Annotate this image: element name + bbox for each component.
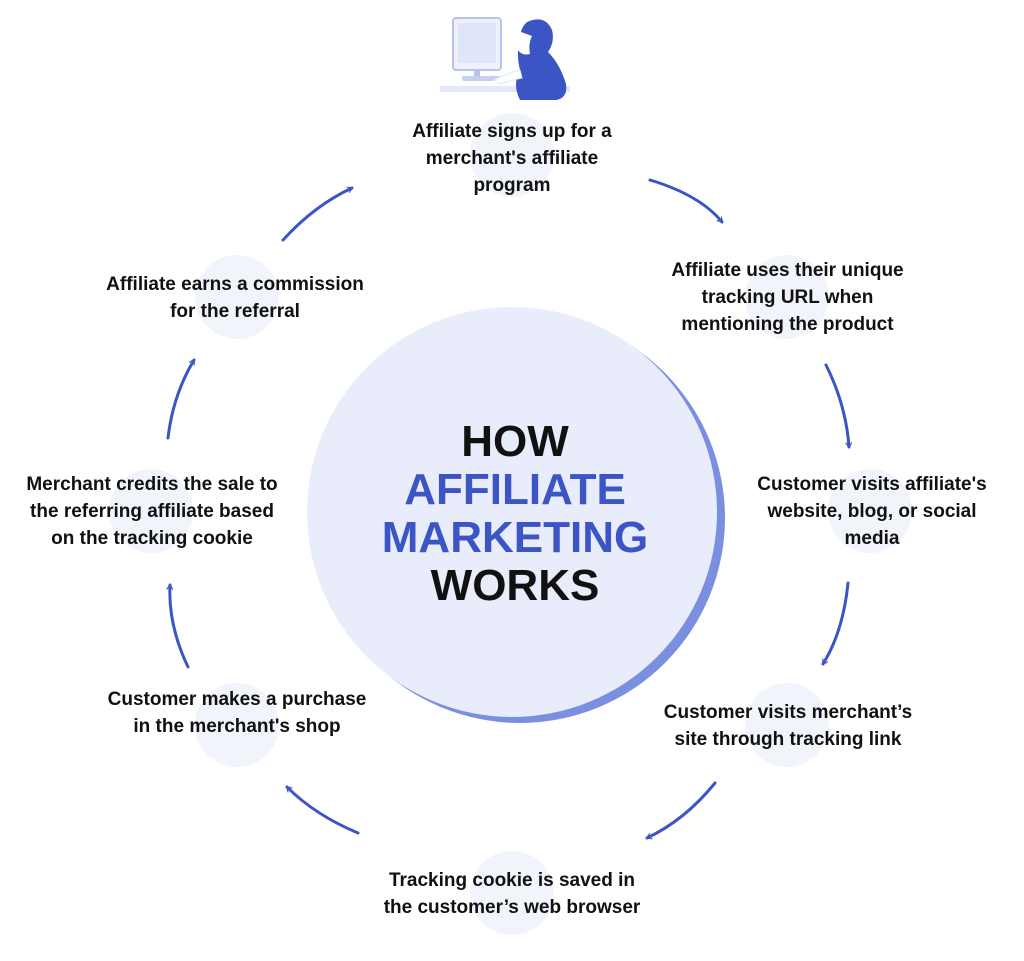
desk (440, 86, 570, 92)
step-bubble (195, 683, 279, 767)
person-face (517, 32, 532, 55)
center-circle (307, 307, 725, 723)
monitor-stand (474, 70, 480, 80)
step-bubbles (109, 113, 912, 935)
step-5-label: Tracking cookie is saved in the customer… (383, 870, 641, 918)
arrow-step7-to-step8 (166, 358, 196, 440)
step-bubble (195, 255, 279, 339)
step-bubble (109, 469, 193, 553)
arrow-step8-to-step1 (281, 186, 354, 242)
step-1-label: Affiliate signs up for a merchant's affi… (412, 121, 612, 196)
keyboard (462, 76, 502, 81)
step-bubble (828, 469, 912, 553)
arrow-step6-to-step7 (166, 583, 190, 669)
monitor-inner (458, 23, 496, 63)
step-6-label: Customer makes a purchase in the merchan… (107, 689, 367, 737)
center-circle-fill (307, 307, 717, 717)
person-arm (493, 69, 523, 85)
cycle-arrows (166, 178, 853, 840)
person-at-computer-icon (440, 17, 570, 100)
step-4-label: Customer visits merchant’s site through … (663, 702, 913, 750)
step-bubble (470, 851, 554, 935)
title-line-marketing: MARKETING (381, 513, 649, 562)
step-8-label: Affiliate earns a commission for the ref… (106, 274, 364, 322)
step-2-label: Affiliate uses their unique tracking URL… (671, 260, 904, 335)
title-line-affiliate: AFFILIATE (404, 465, 626, 514)
step-bubble (470, 113, 554, 197)
person-hair (516, 19, 567, 100)
arrow-step5-to-step6 (285, 785, 360, 835)
arrow-step3-to-step4 (821, 581, 850, 666)
title-line-works: WORKS (430, 561, 600, 610)
step-bubble (745, 255, 829, 339)
diagram-title: HOW AFFILIATE MARKETING WORKS (360, 418, 670, 610)
step-bubble (745, 683, 829, 767)
step-3-label: Customer visits affiliate's website, blo… (757, 474, 987, 549)
step-7-label: Merchant credits the sale to the referri… (26, 474, 278, 549)
title-line-how: HOW (461, 417, 569, 466)
arrow-step1-to-step2 (648, 178, 724, 224)
arrow-step2-to-step3 (824, 363, 853, 449)
arrow-step4-to-step5 (645, 781, 717, 840)
